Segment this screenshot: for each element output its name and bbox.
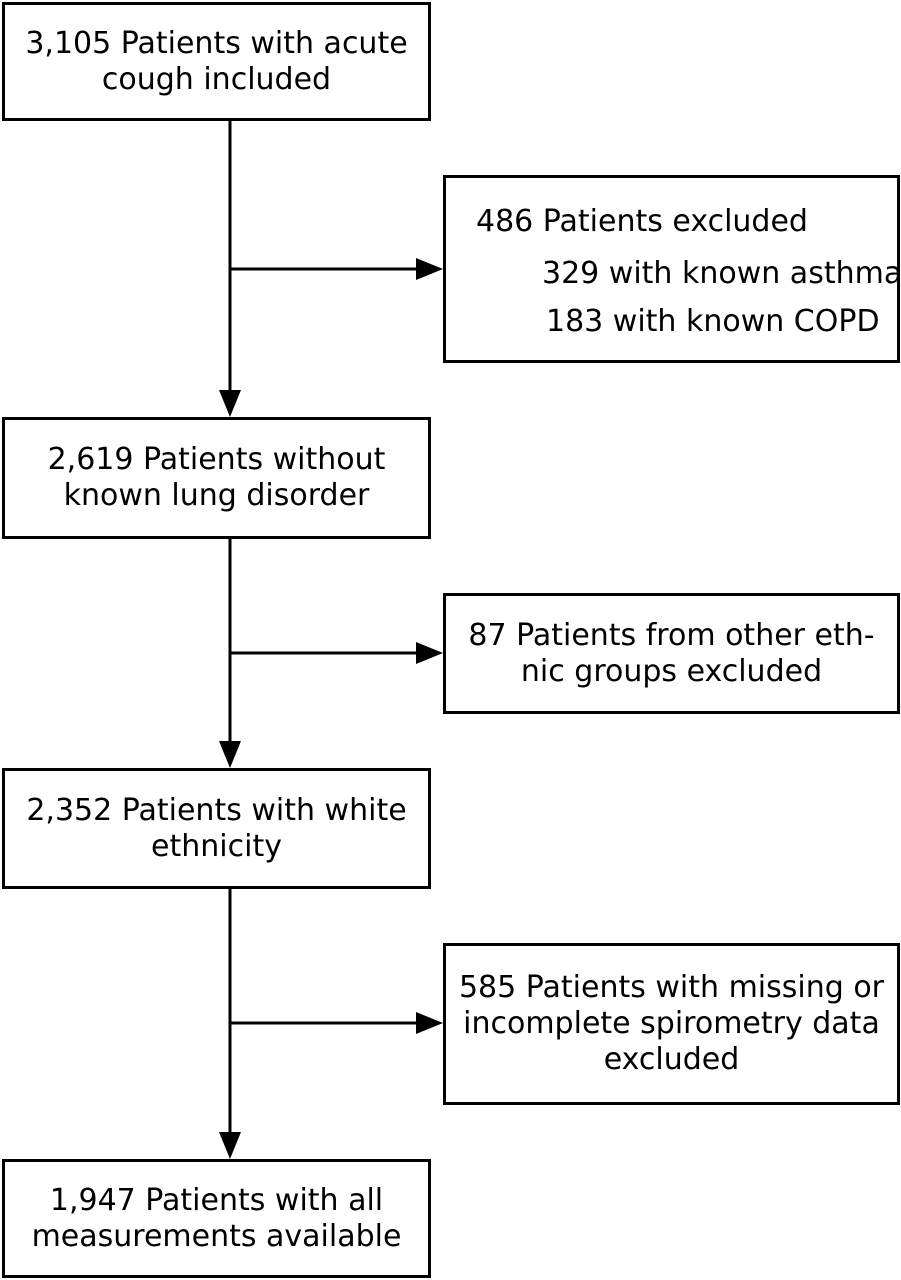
- box-text-line: 3,105 Patients with acute: [25, 25, 408, 61]
- arrowhead-down-1: [219, 390, 241, 417]
- flow-box-final-sample: 1,947 Patients with all measurements ava…: [2, 1159, 431, 1278]
- arrowhead-right-3: [416, 1012, 443, 1034]
- flow-box-white-ethnicity: 2,352 Patients with white ethnicity: [2, 768, 431, 889]
- arrowhead-down-3: [219, 1132, 241, 1159]
- box-text-line: incomplete spirometry data: [463, 1006, 880, 1041]
- box-text-line: 2,352 Patients with white: [26, 792, 407, 828]
- box-text-line: excluded: [603, 1042, 740, 1077]
- box-text-line: measurements available: [31, 1218, 402, 1254]
- arrowhead-down-2: [219, 741, 241, 768]
- exclusion-box-ethnicity: 87 Patients from other eth- nic groups e…: [443, 593, 900, 714]
- box-text-line: ethnicity: [151, 828, 282, 864]
- box-text-line: 585 Patients with missing or: [458, 970, 885, 1005]
- exclusion-title: 486 Patients excluded: [476, 204, 808, 239]
- arrowhead-right-2: [416, 642, 443, 664]
- exclusion-item-copd: 183 with known COPD: [546, 304, 880, 339]
- flow-box-included: 3,105 Patients with acute cough included: [2, 2, 431, 121]
- box-text-line: cough included: [101, 61, 332, 97]
- box-text-line: 87 Patients from other eth-: [468, 617, 875, 653]
- box-text-line: 2,619 Patients without: [47, 442, 386, 477]
- exclusion-item-asthma: 329 with known asthma: [542, 256, 901, 291]
- exclusion-box-spirometry: 585 Patients with missing or incomplete …: [443, 943, 900, 1105]
- flow-box-no-lung-disorder: 2,619 Patients without known lung disord…: [2, 417, 431, 539]
- exclusion-box-lung-disorders: 486 Patients excluded 329 with known ast…: [443, 175, 901, 363]
- box-text-line: 1,947 Patients with all: [49, 1182, 384, 1218]
- arrowhead-right-1: [416, 258, 443, 280]
- box-text-line: nic groups excluded: [520, 653, 823, 689]
- box-text-line: known lung disorder: [63, 478, 370, 513]
